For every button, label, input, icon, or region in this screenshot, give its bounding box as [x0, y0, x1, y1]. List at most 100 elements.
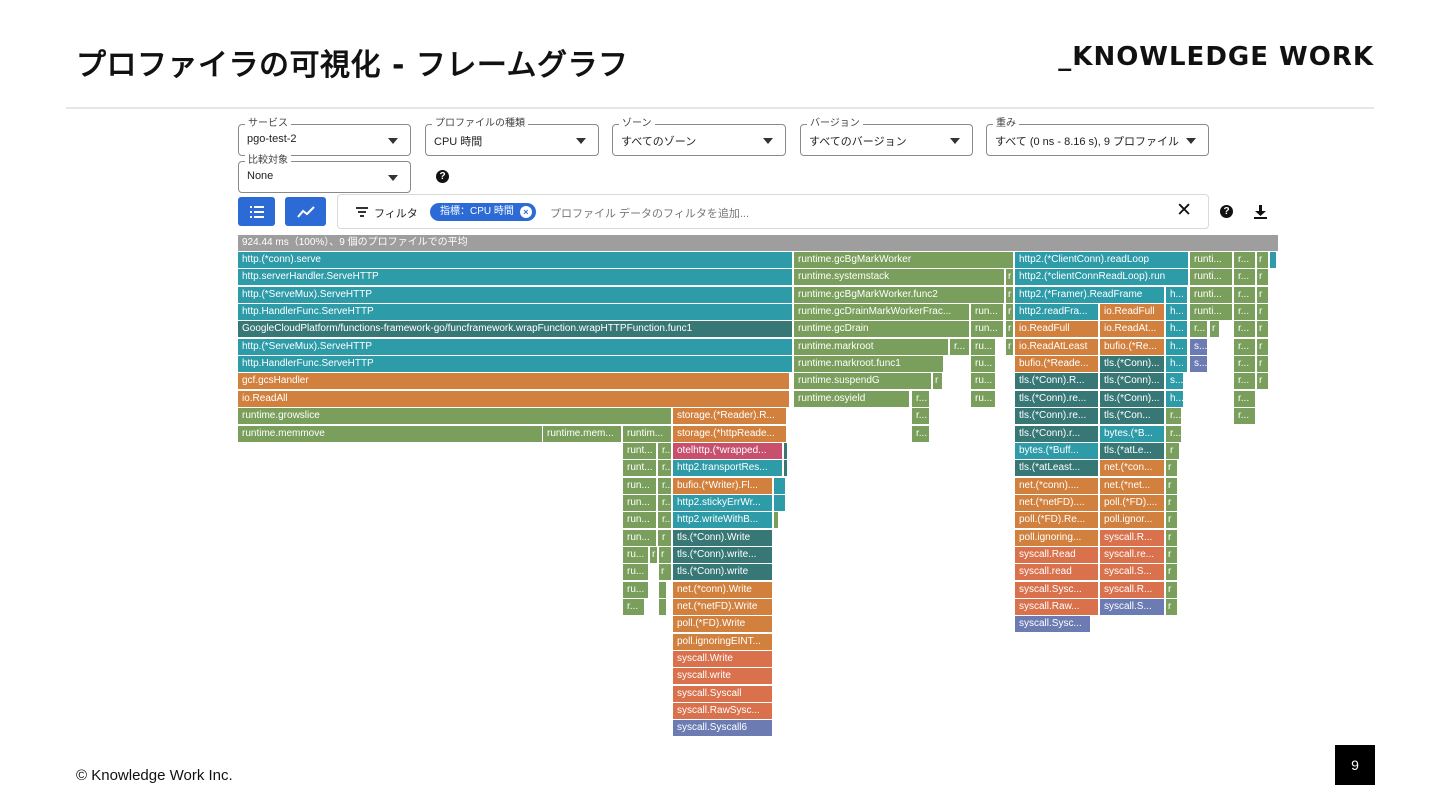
flame-frame[interactable]: syscall.Syscall	[673, 685, 772, 702]
flame-frame[interactable]: bufio.(*Writer).Fl...	[673, 477, 772, 494]
flame-frame[interactable]: r	[1257, 338, 1268, 355]
flame-frame[interactable]: r...	[658, 460, 671, 477]
flame-frame[interactable]: GoogleCloudPlatform/functions-framework-…	[238, 321, 792, 338]
flame-frame[interactable]: h...	[1166, 356, 1187, 373]
flame-frame[interactable]: io.ReadAtLeast	[1015, 338, 1098, 355]
flame-frame[interactable]: r	[933, 373, 942, 390]
flame-frame[interactable]: io.ReadAt...	[1100, 321, 1164, 338]
flame-frame[interactable]: r...	[912, 408, 929, 425]
flame-frame[interactable]: tls.(*atLe...	[1100, 442, 1164, 459]
flame-frame[interactable]: runtime.osyield	[794, 390, 909, 407]
flame-frame[interactable]: r...	[1234, 408, 1255, 425]
flame-frame[interactable]: r	[1257, 304, 1268, 321]
flame-frame[interactable]: r...	[950, 338, 969, 355]
flame-frame[interactable]: r	[659, 564, 671, 581]
flame-frame[interactable]: http.HandlerFunc.ServeHTTP	[238, 356, 792, 373]
flame-frame[interactable]: net.(*con...	[1100, 460, 1164, 477]
flame-frame[interactable]: io.ReadAll	[238, 390, 789, 407]
flame-frame[interactable]: s...	[1190, 338, 1207, 355]
flame-frame[interactable]: r...	[658, 512, 671, 529]
flame-frame[interactable]: r	[659, 546, 671, 563]
flame-frame[interactable]: io.ReadFull	[1015, 321, 1098, 338]
flame-frame[interactable]: syscall.S...	[1100, 599, 1164, 615]
flame-frame[interactable]: http.(*ServeMux).ServeHTTP	[238, 286, 792, 303]
flame-frame[interactable]: syscall.Read	[1015, 546, 1098, 563]
flame-frame[interactable]: r...	[658, 442, 671, 459]
flame-frame[interactable]: ru...	[623, 581, 648, 598]
flame-frame[interactable]: tls.(*Conn).re...	[1015, 408, 1098, 425]
flame-frame[interactable]: tls.(*Conn)...	[1100, 356, 1164, 373]
flame-frame[interactable]: http.(*ServeMux).ServeHTTP	[238, 338, 792, 355]
service-select[interactable]: サービス pgo-test-2	[238, 117, 411, 156]
flame-frame[interactable]: r	[1006, 321, 1013, 338]
flame-frame[interactable]: tls.(*Conn)...	[1100, 390, 1164, 407]
flame-frame[interactable]: runtime.systemstack	[794, 269, 1004, 286]
flame-frame[interactable]: runt...	[623, 442, 656, 459]
flame-frame[interactable]: run...	[623, 512, 656, 529]
flame-frame[interactable]: s...	[1190, 356, 1207, 373]
flame-frame[interactable]: poll.ignoring...	[1015, 529, 1098, 546]
flame-frame[interactable]: r	[1006, 286, 1013, 303]
profile-type-select[interactable]: プロファイルの種類 CPU 時間	[425, 117, 599, 156]
flame-frame[interactable]: poll.ignoringEINT...	[673, 633, 772, 650]
flame-frame[interactable]: r	[1006, 304, 1013, 321]
flame-frame[interactable]	[774, 494, 785, 511]
flame-frame[interactable]: r...	[658, 477, 671, 494]
flame-frame[interactable]: bytes.(*Buff...	[1015, 442, 1098, 459]
flame-frame[interactable]: poll.(*FD).Re...	[1015, 512, 1098, 529]
flame-frame[interactable]: tls.(*Conn)...	[1100, 373, 1164, 390]
help-icon[interactable]: ?	[1220, 205, 1233, 218]
metric-filter-chip[interactable]: 指標：CPU 時間 ×	[430, 203, 536, 221]
flame-frame[interactable]: runti...	[1190, 252, 1232, 268]
flame-frame[interactable]: r	[1006, 269, 1013, 286]
filter-input[interactable]: プロファイル データのフィルタを追加...	[550, 208, 750, 220]
flame-frame[interactable]: syscall.Syscall6	[673, 720, 772, 737]
flame-frame[interactable]: r	[1257, 286, 1268, 303]
flame-frame[interactable]: http2.transportRes...	[673, 460, 782, 477]
flame-frame[interactable]: run...	[971, 304, 1003, 321]
flame-frame[interactable]	[1270, 252, 1276, 268]
flame-frame[interactable]	[659, 581, 666, 598]
zone-select[interactable]: ゾーン すべてのゾーン	[612, 117, 786, 156]
flame-frame[interactable]: poll.(*FD).Write	[673, 616, 772, 633]
flame-frame[interactable]: r...	[1166, 425, 1181, 442]
flame-frame[interactable]	[784, 460, 787, 477]
flame-frame[interactable]: runtime.mem...	[543, 425, 621, 442]
flame-frame[interactable]: r	[1166, 442, 1179, 459]
flame-frame[interactable]: runtime.suspendG	[794, 373, 931, 390]
flame-frame[interactable]: syscall.R...	[1100, 581, 1164, 598]
flame-frame[interactable]: tls.(*atLeast...	[1015, 460, 1098, 477]
flame-frame[interactable]: r	[1257, 252, 1268, 268]
flame-header[interactable]: 924.44 ms（100%）、9 個のプロファイルでの平均	[238, 235, 1278, 251]
flame-frame[interactable]: r	[658, 529, 671, 546]
flame-frame[interactable]: s...	[1166, 373, 1183, 390]
flame-frame[interactable]: runtime.memmove	[238, 425, 542, 442]
flame-frame[interactable]: r	[1166, 477, 1177, 494]
flame-frame[interactable]: http2.(*Framer).ReadFrame	[1015, 286, 1164, 303]
flame-frame[interactable]: run...	[623, 494, 656, 511]
flame-frame[interactable]: r...	[1234, 321, 1255, 338]
flame-frame[interactable]: syscall.Raw...	[1015, 599, 1098, 615]
flame-frame[interactable]: h...	[1166, 286, 1187, 303]
compare-select[interactable]: 比較対象 None	[238, 154, 411, 193]
flame-frame[interactable]: r...	[1190, 321, 1207, 338]
flame-frame[interactable]: h...	[1166, 390, 1183, 407]
flame-frame[interactable]: r...	[1234, 338, 1255, 355]
flame-frame[interactable]: r...	[658, 494, 671, 511]
flame-frame[interactable]: http2.(*ClientConn).readLoop	[1015, 252, 1188, 268]
flame-frame[interactable]: syscall.read	[1015, 564, 1098, 581]
flame-frame[interactable]: syscall.Write	[673, 651, 772, 668]
flame-frame[interactable]: runtime.markroot.func1	[794, 356, 943, 373]
trend-view-button[interactable]	[285, 197, 326, 226]
flame-frame[interactable]: bufio.(*Reade...	[1015, 356, 1098, 373]
flame-frame[interactable]: r	[1166, 599, 1177, 615]
flame-frame[interactable]: ru...	[623, 546, 648, 563]
flame-frame[interactable]: r...	[1166, 408, 1181, 425]
flame-frame[interactable]: r...	[1234, 390, 1255, 407]
flame-frame[interactable]: net.(*conn).Write	[673, 581, 772, 598]
flame-frame[interactable]: storage.(*httpReade...	[673, 425, 786, 442]
flame-frame[interactable]: tls.(*Conn).R...	[1015, 373, 1098, 390]
flame-frame[interactable]: runtime.gcDrainMarkWorkerFrac...	[794, 304, 969, 321]
flame-frame[interactable]	[774, 477, 785, 494]
flame-frame[interactable]	[659, 599, 666, 615]
